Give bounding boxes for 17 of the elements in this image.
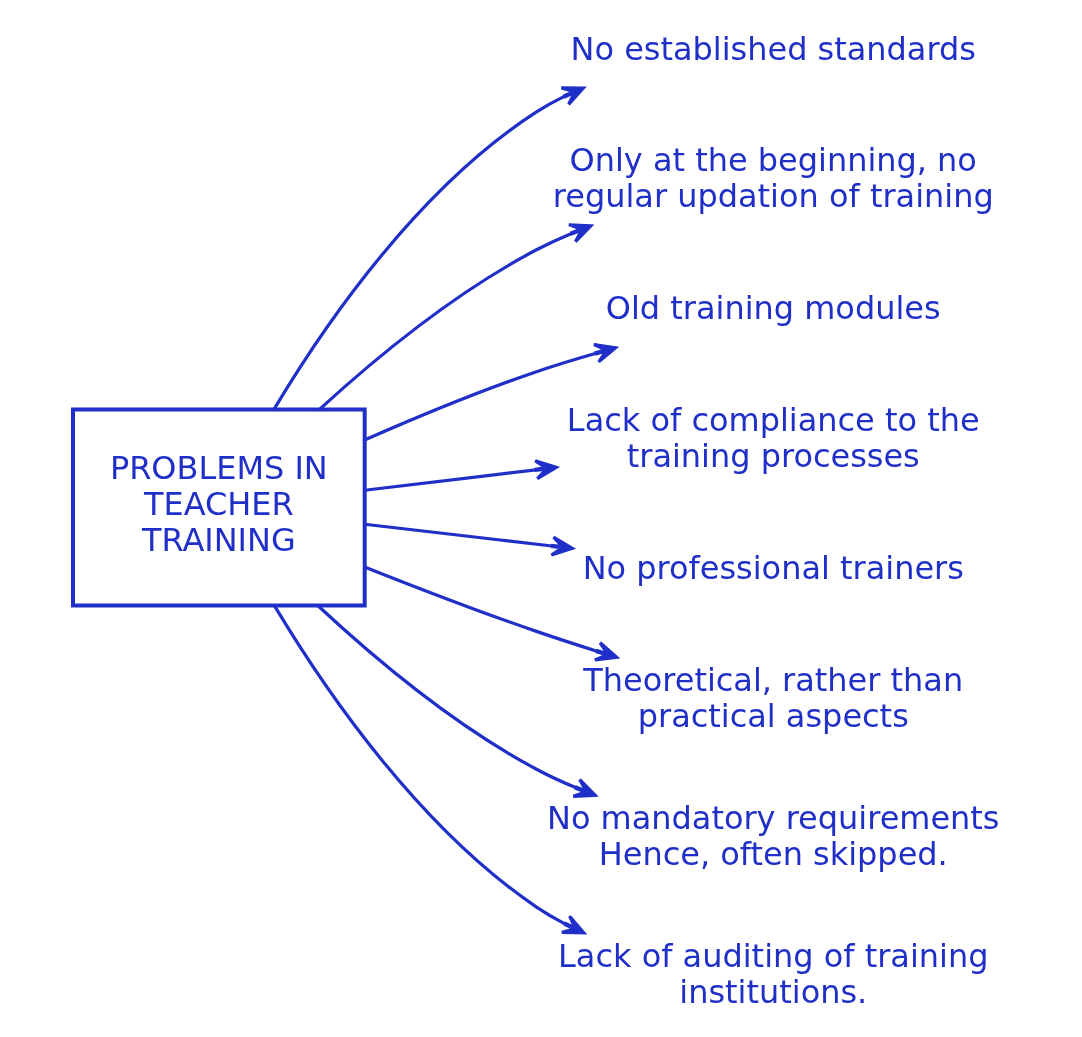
node-box: PROBLEMS IN TEACHER TRAINING [70, 407, 367, 608]
node-text: Theoretical, rather than practical aspects [582, 660, 963, 735]
node-text: Lack of compliance to the training processes [566, 401, 980, 476]
arrow [364, 522, 574, 557]
node-text: Lack of auditing of training institutions. [557, 936, 988, 1011]
node-text: Old training modules [605, 289, 941, 328]
arrow [364, 342, 617, 442]
node-text: Only at the beginning, no regular updation of training [552, 141, 994, 216]
arrow [364, 565, 618, 662]
arrow [272, 86, 585, 411]
arrow [272, 604, 585, 935]
arrow [317, 223, 592, 411]
node-text: No established standards [570, 29, 976, 68]
arrow [316, 604, 597, 798]
arrow [364, 459, 558, 492]
node-text: No mandatory requirements Hence, often skipped. [546, 798, 1000, 873]
node-text: No professional trainers [582, 549, 964, 588]
